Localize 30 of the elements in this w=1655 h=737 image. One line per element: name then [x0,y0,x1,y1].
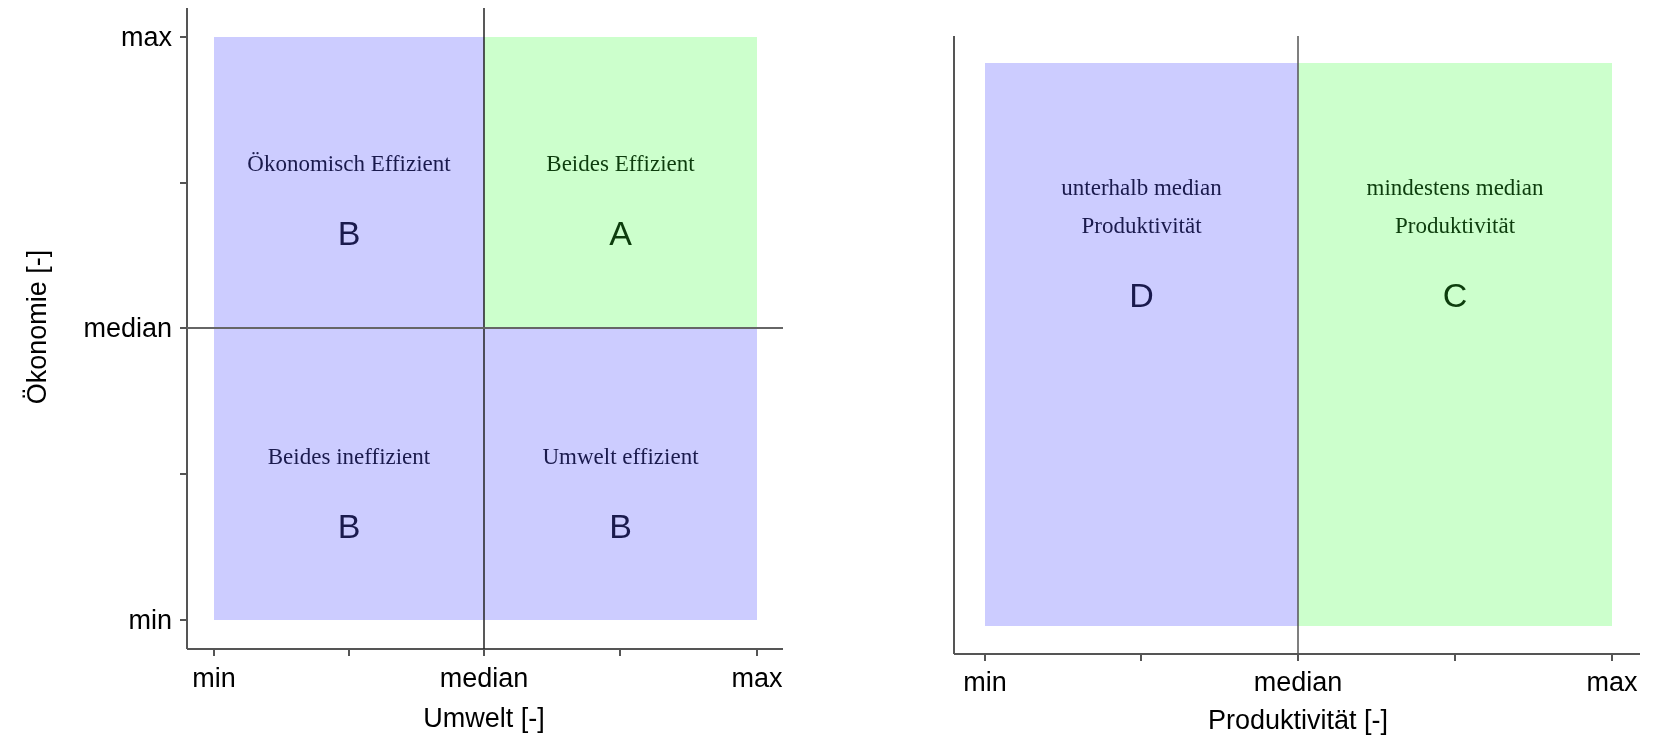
quadrant-heading: mindestens median Produktivität [1365,174,1545,240]
quadrant-heading: Ökonomisch Effizient [247,150,451,178]
tick-label: max [121,22,172,52]
tick-label: max [731,663,783,693]
quadrant-region [214,37,484,328]
tick-label: min [128,605,172,635]
tick-label: median [1253,667,1343,697]
quadrant-heading: Beides Effizient [546,150,695,178]
tick-label: min [192,663,236,693]
quadrant-letter: B [337,506,361,546]
axis-title: Produktivität [-] [1207,705,1389,735]
quadrant-region [985,63,1298,626]
quadrant-heading: Umwelt effizient [542,443,699,471]
tick-label: min [963,667,1007,697]
tick-label: median [439,663,529,693]
quadrant-letter: B [609,506,632,546]
quadrant-region [1298,63,1612,626]
quadrant-region [484,37,757,328]
tick-label: max [1586,667,1638,697]
quadrant-letter: A [609,213,632,253]
quadrant-heading: unterhalb median Produktivität [1060,174,1223,240]
axis-title: Umwelt [-] [423,703,545,733]
quadrant-letter: C [1442,275,1468,315]
quadrant-letter: B [337,213,361,253]
tick-label: median [83,313,172,343]
quadrant-region [484,328,757,620]
quadrant-heading: Beides ineffizient [267,443,431,471]
quadrant-region [214,328,484,620]
axis-title: Ökonomie [-] [22,249,52,405]
quadrant-letter: D [1129,275,1154,315]
